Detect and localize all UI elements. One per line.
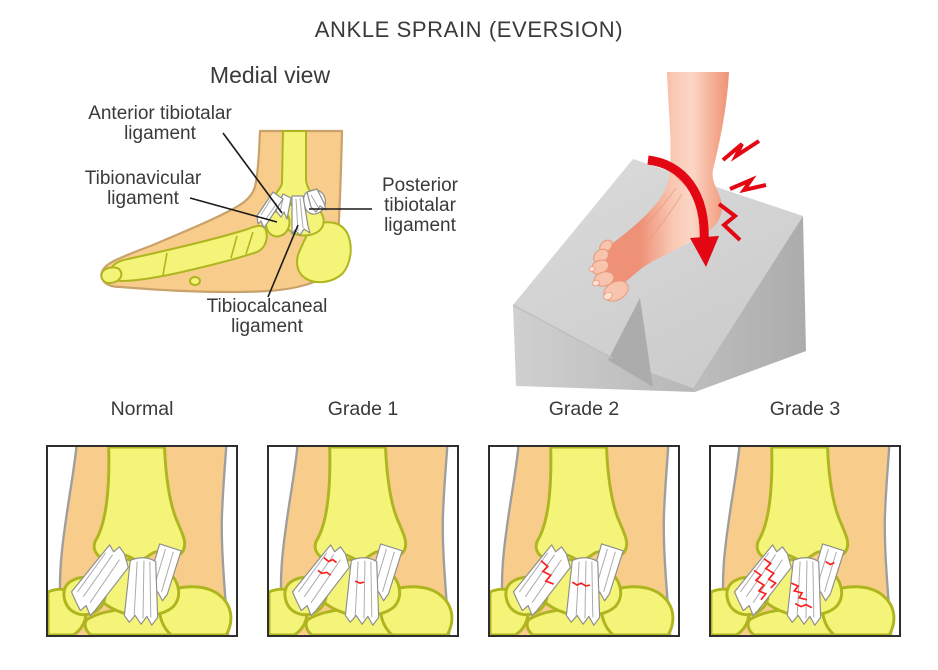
everted-foot	[588, 72, 729, 302]
pain-bolts-icon	[717, 139, 767, 242]
ligament-label-posterior-tibiotalar: Posterior tibiotalar ligament	[381, 175, 459, 236]
grade-figure-grade1	[269, 447, 457, 635]
tear-marks-grade2	[540, 559, 591, 587]
grade-panel-grade1	[267, 445, 459, 637]
page-title: ANKLE SPRAIN (EVERSION)	[314, 17, 624, 42]
ligament-label-anterior-tibiotalar: Anterior tibiotalar ligament	[88, 103, 232, 144]
medial-view-figure	[100, 129, 372, 298]
grade-figure-grade3	[711, 447, 899, 635]
ligament-label-tibionavicular: Tibionavicular ligament	[84, 168, 202, 209]
grade-label-grade3: Grade 3	[769, 398, 841, 420]
grade-label-normal: Normal	[110, 398, 174, 420]
grade-figure-normal	[48, 447, 236, 635]
leader-lines	[189, 132, 372, 298]
grade-label-grade2: Grade 2	[548, 398, 620, 420]
leg-and-foot-skin	[598, 72, 729, 286]
ligament-label-tibiocalcaneal: Tibiocalcaneal ligament	[206, 296, 328, 337]
toes	[588, 239, 629, 302]
eversion-arrow-icon	[647, 155, 719, 267]
grade-panel-normal	[46, 445, 238, 637]
step-block	[512, 159, 806, 392]
grade-panel-grade2	[488, 445, 680, 637]
tear-marks-grade3	[753, 557, 835, 609]
grade-label-grade1: Grade 1	[327, 398, 399, 420]
step-edge-line	[512, 304, 613, 359]
eversion-figure	[512, 72, 806, 392]
step-riser-shadow	[608, 298, 653, 387]
deltoid-ligament-fan	[256, 188, 327, 236]
grade-panel-grade3	[709, 445, 901, 637]
medial-view-heading: Medial view	[209, 62, 331, 88]
tear-marks-grade1	[317, 556, 365, 584]
grade-figure-grade2	[490, 447, 678, 635]
